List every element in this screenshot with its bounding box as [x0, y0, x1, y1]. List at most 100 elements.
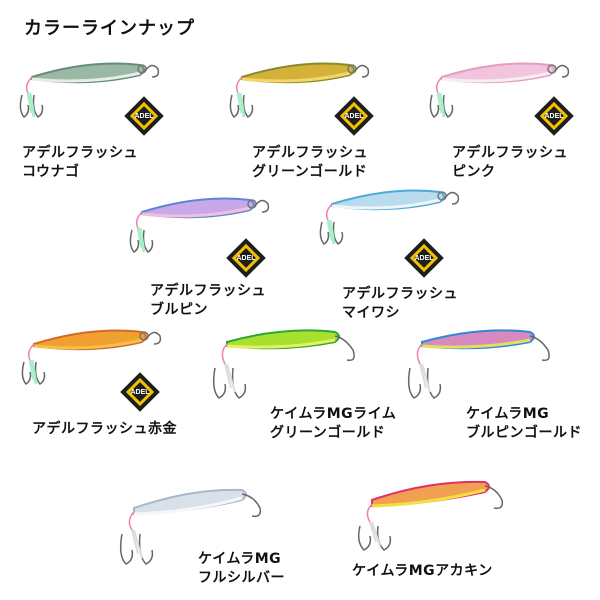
rear-hook-icon: [334, 335, 355, 362]
assist-hook-icon: [429, 94, 440, 118]
lure-image: [119, 488, 262, 565]
rear-hook-icon: [354, 64, 370, 78]
svg-text:ADEL: ADEL: [544, 113, 564, 120]
assist-skirt: [236, 92, 246, 118]
assist-hook-icon: [34, 361, 46, 385]
assist-line: [235, 76, 243, 94]
lure-image: [19, 62, 160, 118]
assist-hook-icon: [376, 525, 392, 551]
assist-hook-icon: [332, 221, 344, 245]
product-name-line1: ケイムラMG: [198, 551, 282, 567]
assist-hook-icon: [119, 533, 134, 565]
product-name-line1: ケイムラMGライム: [270, 406, 397, 422]
product-name-line1: アデルフラッシュ: [252, 145, 368, 161]
product-name-line1: アデルフラッシュ: [150, 283, 266, 299]
svg-text:ADEL: ADEL: [130, 389, 150, 396]
product-name-line1: アデルフラッシュ赤金: [32, 421, 177, 437]
product-name-line2: グリーンゴールド: [270, 425, 386, 441]
assist-hook-icon: [32, 94, 44, 118]
product-name-line1: アデルフラッシュ: [452, 145, 568, 161]
assist-hook-icon: [19, 94, 30, 118]
adel-badge-icon: ADEL: [534, 96, 574, 136]
product-name-line2: ブルピン: [150, 302, 208, 318]
lure-belly: [441, 71, 551, 83]
svg-text:ADEL: ADEL: [414, 255, 434, 262]
lure-image: [357, 480, 504, 551]
assist-hook-icon: [21, 361, 32, 385]
svg-text:ADEL: ADEL: [344, 113, 364, 120]
assist-skirt: [136, 227, 146, 253]
adel-badge-icon: ADEL: [120, 372, 160, 412]
assist-line: [135, 211, 143, 229]
rear-hook-icon: [444, 191, 460, 205]
assist-line: [25, 76, 33, 94]
assist-line: [366, 503, 373, 523]
lure-belly: [133, 496, 243, 516]
lure-belly: [141, 206, 251, 218]
product-name-line1: ケイムラMGアカキン: [352, 563, 493, 579]
product-name-line2: コウナゴ: [22, 164, 80, 180]
rear-hook-icon: [484, 485, 504, 510]
lure-belly: [421, 338, 531, 349]
rear-hook-icon: [241, 493, 262, 518]
lure-belly: [371, 488, 486, 508]
assist-line: [325, 203, 333, 221]
assist-hook-icon: [357, 525, 372, 551]
svg-text:ADEL: ADEL: [134, 113, 154, 120]
lure-belly: [31, 71, 141, 83]
svg-text:ADEL: ADEL: [236, 255, 256, 262]
lure-image: [21, 329, 162, 385]
assist-skirt: [436, 92, 446, 118]
lure-belly: [331, 198, 441, 210]
assist-hook-icon: [142, 229, 154, 253]
lure-belly: [226, 338, 336, 349]
lure-image: [407, 329, 550, 399]
lure-image: [129, 197, 270, 253]
product-name-line2: ブルピンゴールド: [466, 425, 582, 441]
adel-badge-icon: ADEL: [404, 238, 444, 278]
lure-image: [429, 62, 570, 118]
lure-image: [212, 329, 355, 399]
assist-line: [128, 511, 135, 531]
assist-hook-icon: [407, 367, 422, 399]
lure-belly: [241, 71, 351, 83]
assist-hook-icon: [426, 367, 442, 399]
page-title: カラーラインナップ: [24, 18, 195, 39]
product-name-line2: マイワシ: [342, 305, 400, 321]
assist-hook-icon: [231, 367, 247, 399]
rear-hook-icon: [554, 64, 570, 78]
product-name-line1: アデルフラッシュ: [22, 145, 138, 161]
rear-hook-icon: [144, 64, 160, 78]
product-name-line2: グリーンゴールド: [252, 164, 368, 180]
lure-image: [319, 189, 460, 245]
assist-line: [416, 343, 423, 365]
assist-skirt: [419, 363, 431, 393]
assist-skirt: [369, 521, 381, 547]
lure-belly: [33, 338, 143, 350]
assist-hook-icon: [442, 94, 454, 118]
assist-line: [221, 343, 228, 365]
assist-skirt: [26, 92, 36, 118]
product-name-line2: フルシルバー: [198, 570, 285, 586]
rear-hook-icon: [146, 331, 162, 345]
assist-line: [27, 343, 35, 361]
assist-hook-icon: [212, 367, 227, 399]
rear-hook-icon: [529, 335, 550, 362]
assist-line: [435, 76, 443, 94]
assist-skirt: [131, 529, 143, 559]
adel-badge-icon: ADEL: [124, 96, 164, 136]
adel-badge-icon: ADEL: [226, 238, 266, 278]
product-name-line2: ピンク: [452, 164, 496, 180]
lure-image: [229, 62, 370, 118]
product-name-line1: アデルフラッシュ: [342, 286, 458, 302]
assist-skirt: [224, 363, 236, 393]
assist-hook-icon: [229, 94, 240, 118]
assist-skirt: [28, 359, 38, 385]
rear-hook-icon: [254, 199, 270, 213]
adel-badge-icon: ADEL: [334, 96, 374, 136]
product-name-line1: ケイムラMG: [466, 406, 550, 422]
assist-hook-icon: [242, 94, 254, 118]
assist-hook-icon: [129, 229, 140, 253]
assist-hook-icon: [319, 221, 330, 245]
assist-skirt: [326, 219, 336, 245]
